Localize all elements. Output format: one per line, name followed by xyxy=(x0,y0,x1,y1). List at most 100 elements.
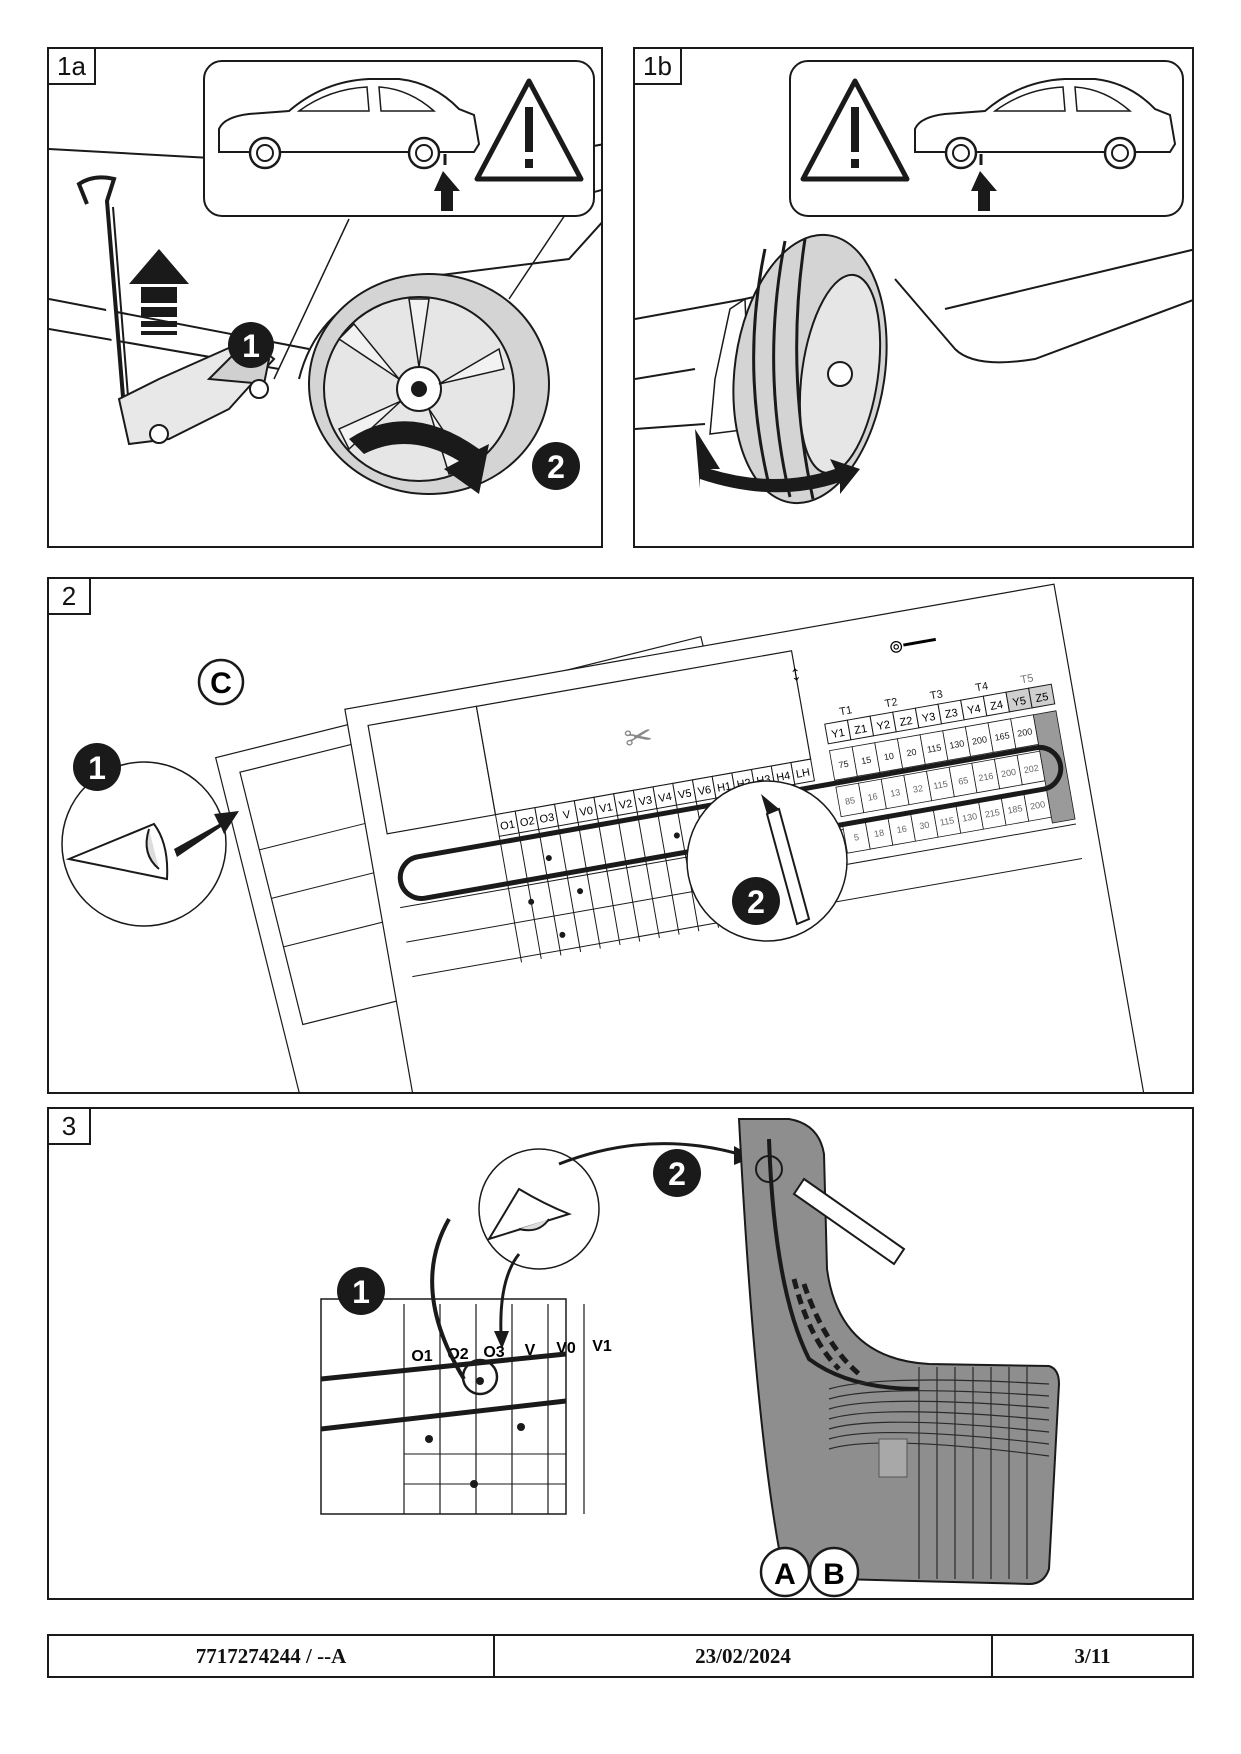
yz-header-Z4: Z4 xyxy=(989,699,1004,713)
dimension-value: 115 xyxy=(933,779,949,791)
column-header-V6: V6 xyxy=(697,784,712,798)
dimension-value: 215 xyxy=(984,807,1001,819)
rotate-arrow-icon xyxy=(349,421,489,494)
t-header-T5: T5 xyxy=(1020,672,1035,686)
column-header-LH: LH xyxy=(795,767,811,781)
eye-icon xyxy=(486,1187,572,1241)
marker-b-text: B xyxy=(823,1558,845,1591)
yz-header-Z5: Z5 xyxy=(1035,691,1050,705)
arrow-right-icon xyxy=(174,811,239,857)
dimension-value: 115 xyxy=(939,815,955,827)
panel-label-1b: 1b xyxy=(635,49,682,85)
yz-header-Y2: Y2 xyxy=(876,719,891,733)
step-2-badge xyxy=(653,1149,701,1197)
step-1-text: 1 xyxy=(242,328,260,364)
dimension-value: 10 xyxy=(883,751,895,763)
tire-icon xyxy=(732,233,888,505)
t-header-T3: T3 xyxy=(929,688,944,702)
marker-b-badge xyxy=(808,1546,860,1598)
yz-header-Y4: Y4 xyxy=(966,703,981,717)
curved-arrow-icon xyxy=(430,1218,466,1381)
column-header-O1: O1 xyxy=(499,819,516,833)
step-1-badge xyxy=(73,743,121,791)
column-header-H4: H4 xyxy=(775,770,791,784)
zoom-column-V1: V1 xyxy=(592,1338,612,1355)
panel-label-3: 3 xyxy=(49,1109,91,1145)
yz-header-Z3: Z3 xyxy=(944,707,959,721)
marker-pen-icon xyxy=(792,1177,906,1266)
step-2-badge xyxy=(532,442,580,490)
column-header-O3: O3 xyxy=(539,812,556,826)
marker-a-text: A xyxy=(774,1558,796,1591)
dimension-value: 165 xyxy=(994,730,1011,742)
dimension-value: 200 xyxy=(1000,767,1017,779)
yz-header-Y3: Y3 xyxy=(921,711,936,725)
step-1-text: 1 xyxy=(352,1274,370,1310)
marker-c-badge xyxy=(197,658,245,706)
lift-arrow-icon xyxy=(129,249,189,335)
illustration-turn-wheel xyxy=(635,60,1192,505)
mud-flap-icon xyxy=(737,1118,1061,1586)
dimension-value: 130 xyxy=(961,811,978,823)
yz-header-Z2: Z2 xyxy=(899,715,914,729)
car-side-icon xyxy=(914,78,1177,170)
dimension-value: 130 xyxy=(949,738,966,750)
floor-jack-icon xyxy=(76,175,276,446)
marker-c-text: C xyxy=(210,667,232,700)
panel-2: O1 ✂ O1O2O3VV0V1V2V3V4V5V6H1H2H3H4LH T1T… xyxy=(47,577,1194,1094)
illustration-lift-car: 1 2 xyxy=(49,60,601,495)
dimension-value: 16 xyxy=(896,824,908,836)
yz-header-cell xyxy=(1028,683,1056,709)
column-header-V4: V4 xyxy=(657,791,672,805)
yz-header-Z1: Z1 xyxy=(853,723,868,737)
step-2-text: 2 xyxy=(747,884,765,920)
panel-label-2: 2 xyxy=(49,579,91,615)
t-header-T4: T4 xyxy=(974,680,989,694)
dimension-value: 65 xyxy=(957,775,969,787)
step-1-badge xyxy=(337,1267,385,1315)
mark-dot xyxy=(559,931,566,938)
pen-callout xyxy=(686,780,848,942)
car-side-icon xyxy=(218,78,481,170)
step-2-text: 2 xyxy=(668,1156,686,1192)
arrow-up-icon xyxy=(434,171,460,211)
column-header-V3: V3 xyxy=(638,794,653,808)
dimension-value: 216 xyxy=(978,771,995,783)
turn-arrow-icon xyxy=(695,429,860,494)
t-header-T1: T1 xyxy=(838,704,853,718)
dimension-value: 18 xyxy=(873,828,885,840)
length-arrow-icon: ↕ xyxy=(788,660,803,687)
zoom-column-V: V xyxy=(525,1342,536,1359)
wheel-icon xyxy=(308,273,550,495)
dimension-value: 13 xyxy=(889,787,901,799)
mark-dot xyxy=(545,855,552,862)
step-2-badge xyxy=(732,877,780,925)
doc-date: 23/02/2024 xyxy=(495,1636,993,1676)
column-header-V1: V1 xyxy=(598,801,613,815)
dimension-value: 30 xyxy=(919,820,931,832)
page-number: 3/11 xyxy=(1074,1643,1111,1668)
column-header-V5: V5 xyxy=(677,787,692,801)
illustration-marking-sheet: O1 ✂ O1O2O3VV0V1V2V3V4V5V6H1H2H3H4LH T1T… xyxy=(61,583,1145,1092)
doc-number: 7717274244 / --A xyxy=(49,1636,495,1676)
warning-icon xyxy=(800,78,910,182)
dimension-value: 200 xyxy=(971,734,988,746)
dimension-value: 85 xyxy=(844,795,856,807)
panel-1b: 1b xyxy=(633,47,1194,548)
dimension-value: 185 xyxy=(1007,803,1024,815)
dimension-value: 200 xyxy=(1029,799,1046,811)
dimension-value: 200 xyxy=(1017,726,1034,738)
dimension-value: 16 xyxy=(867,791,879,803)
yz-header-Y1: Y1 xyxy=(831,727,846,741)
step-1-badge xyxy=(228,322,274,368)
dimension-value: 20 xyxy=(906,747,918,759)
mark-dot xyxy=(577,888,584,895)
scissors-icon: ✂ xyxy=(621,716,656,758)
column-header-V0: V0 xyxy=(579,805,594,819)
dimension-value: 202 xyxy=(1023,763,1040,775)
mark-dot xyxy=(673,832,680,839)
